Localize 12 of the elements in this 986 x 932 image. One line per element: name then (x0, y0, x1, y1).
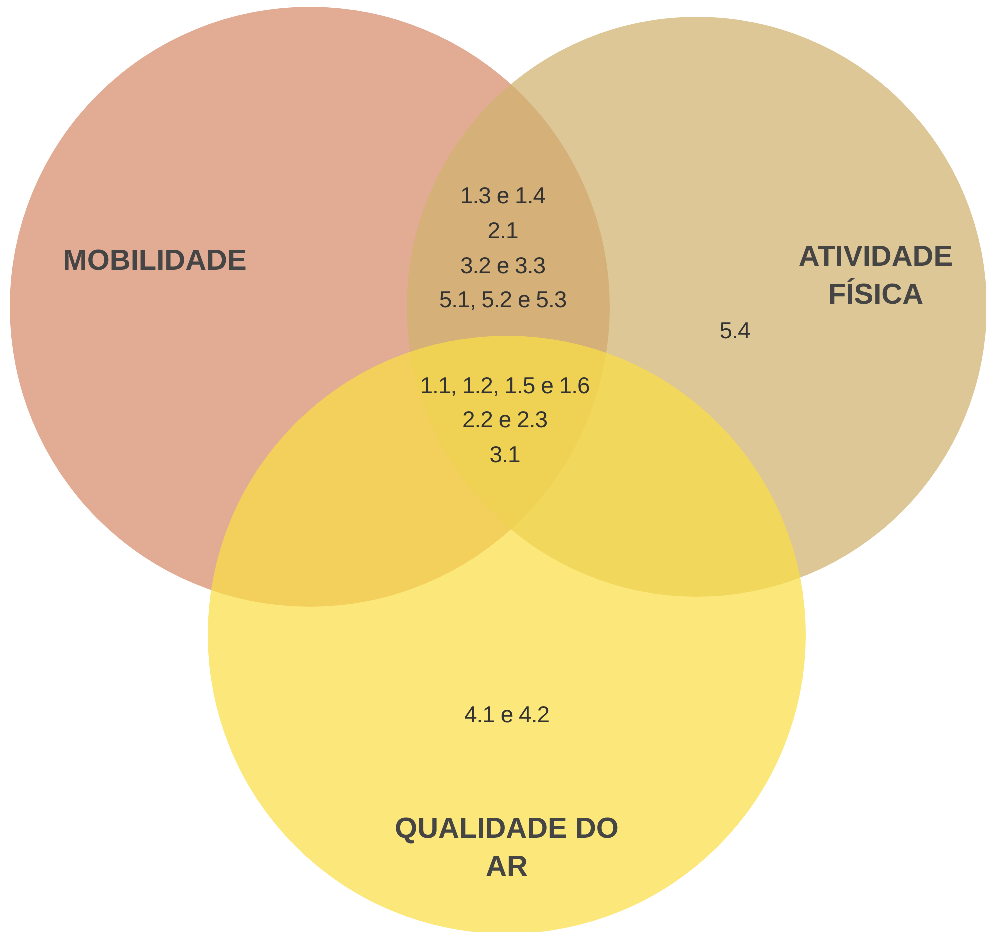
section-numbers: 5.1, 5.2 e 5.3 (439, 286, 567, 314)
section-numbers: 1.3 e 1.4 (460, 182, 546, 210)
circle-title: ATIVIDADE FÍSICA (798, 240, 954, 313)
section-numbers: 5.4 (720, 318, 750, 344)
section-numbers: 3.2 e 3.3 (460, 252, 546, 280)
section-numbers: 1.1, 1.2, 1.5 e 1.6 (420, 372, 590, 400)
circle-title: MOBILIDADE (62, 244, 248, 279)
circle-title: QUALIDADE DO AR (394, 812, 620, 885)
section-numbers: 4.1 e 4.2 (464, 702, 550, 728)
section-numbers: 2.1 (488, 218, 518, 244)
section-numbers: 3.1 (490, 442, 520, 468)
section-numbers: 2.2 e 2.3 (462, 406, 548, 434)
